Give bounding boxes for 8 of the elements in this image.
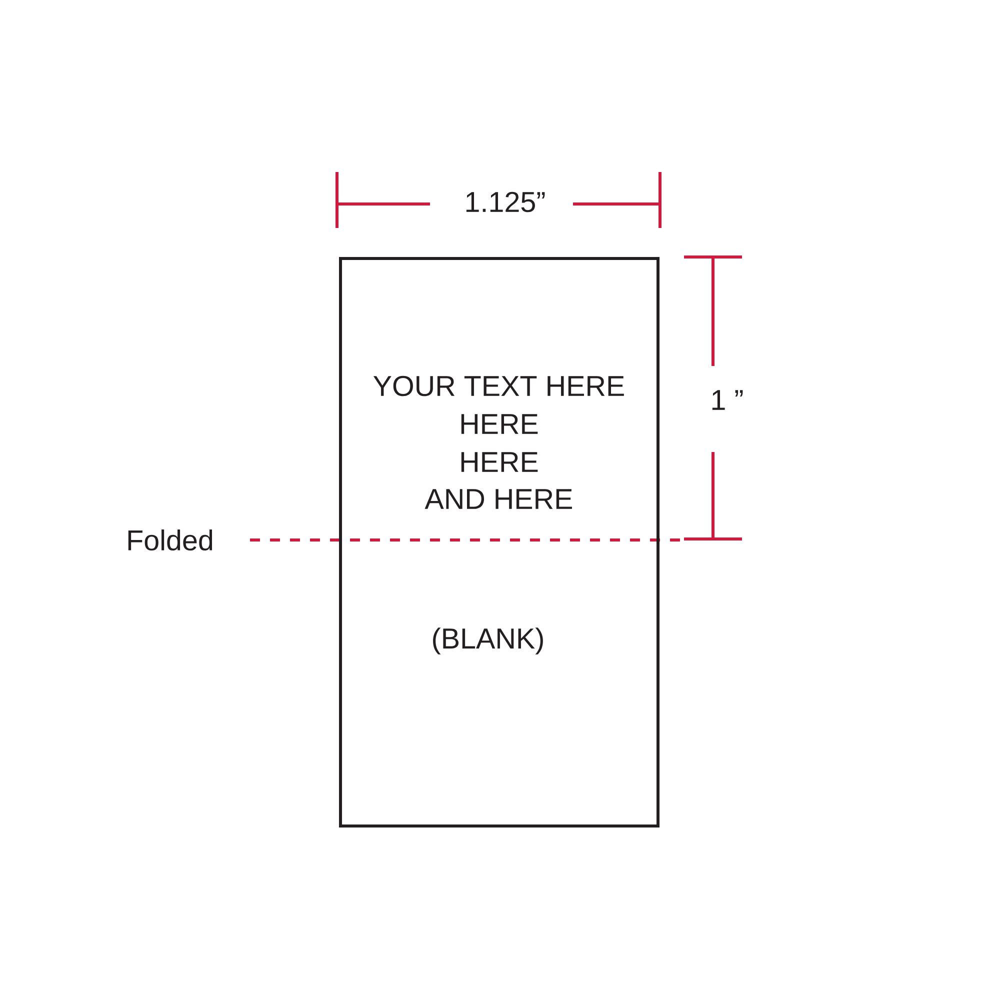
body-text: HERE [461,414,538,434]
body-text: (BLANK) [433,628,543,654]
body-text: AND HERE [424,489,572,509]
body-text: HERE [461,452,538,472]
dimension-label: 1 ” [712,390,743,410]
fold-label: Folded [128,529,212,551]
body-text: YOUR TEXT HERE [373,376,624,396]
dimension-label: 1.125” [466,192,545,212]
